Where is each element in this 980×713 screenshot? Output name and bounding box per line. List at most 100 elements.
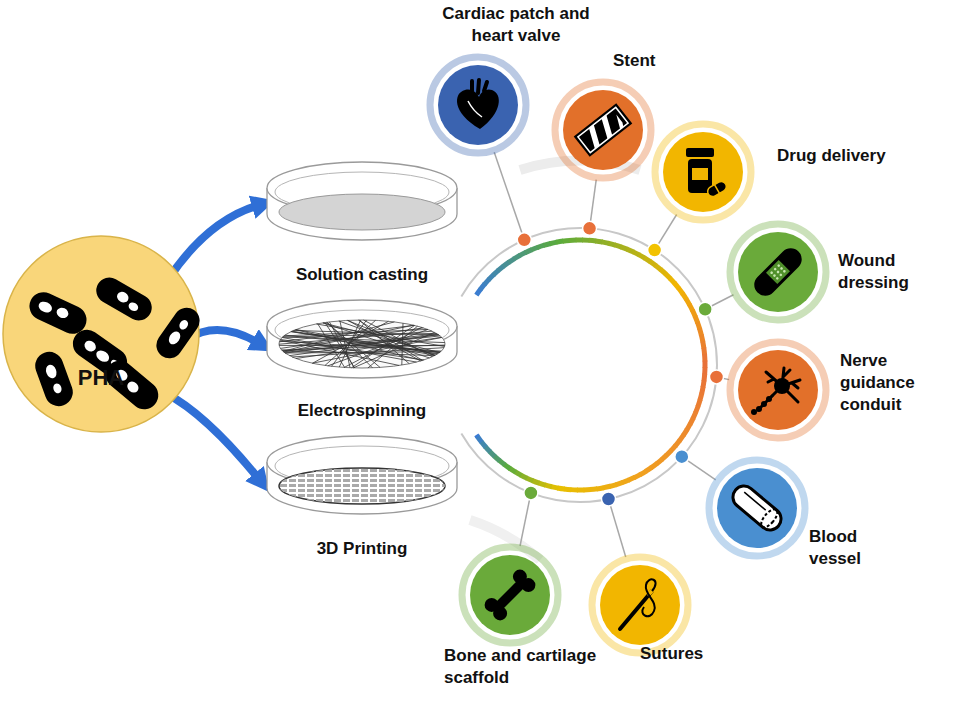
ring-arc: [666, 450, 671, 455]
ring-arc: [514, 255, 520, 259]
node-label: Bone and cartilage scaffold: [444, 645, 616, 689]
ring-arc: [639, 255, 645, 259]
ring-arc: [633, 252, 640, 255]
ring-arc: [519, 252, 526, 255]
ring-arc: [576, 237, 583, 242]
ring-arc: [621, 247, 628, 250]
ring-arc: [634, 474, 641, 477]
ring-arc: [525, 250, 532, 253]
node-label: Wound dressing: [838, 250, 920, 294]
ring-arc: [670, 278, 675, 283]
node-title: PHA: [2, 365, 200, 391]
petri-dish: 3D Printing: [265, 434, 459, 516]
ring-arc: [480, 284, 485, 290]
node-label: Drug delivery: [777, 145, 907, 167]
ring-arc: [545, 485, 552, 487]
ring-arc: [696, 406, 699, 413]
node-label: Nerve guidance conduit: [840, 350, 928, 416]
ring-arc: [702, 361, 707, 368]
ring-arc: [692, 310, 695, 317]
ring-arc: [628, 477, 635, 480]
ring-arc: [503, 262, 509, 266]
ring-arc: [686, 299, 690, 305]
ring-arc: [526, 478, 533, 481]
node-label: Cardiac patch and heart valve: [426, 3, 606, 47]
ring-arc: [697, 322, 699, 329]
ring-arc: [595, 241, 602, 242]
ring-arc: [701, 348, 707, 355]
ring-arc: [700, 393, 702, 400]
ring-arc: [564, 486, 571, 492]
node-label: Blood vessel: [809, 526, 879, 570]
ring-arc: [590, 486, 597, 492]
application-icon: Stent: [551, 78, 655, 182]
leader-line: [494, 152, 524, 240]
ring-dot: [517, 233, 531, 247]
ring-arc: [499, 460, 505, 465]
ring-arc: [679, 288, 683, 294]
ring-arc: [570, 487, 577, 492]
outer-ring: [461, 228, 717, 502]
leader-line: [608, 499, 625, 557]
ring-arc: [687, 424, 691, 430]
leader-line: [520, 493, 531, 546]
ring-arc: [679, 435, 683, 441]
ring-arc: [671, 445, 676, 451]
ring-arc: [700, 328, 702, 335]
ring-arc: [703, 380, 704, 387]
node-label: Sutures: [640, 643, 730, 665]
ring-arc: [701, 374, 707, 381]
ring-arc: [698, 399, 700, 406]
ring-arc: [509, 468, 515, 472]
ring-arc: [703, 341, 704, 348]
ring-arc: [690, 418, 693, 425]
ring-arc: [702, 354, 707, 361]
ring-arc: [644, 258, 650, 262]
ring-dot: [648, 243, 662, 257]
ring-arc: [557, 488, 564, 489]
application-icon: Wound dressing: [726, 220, 830, 324]
petri-dish: Solution casting: [265, 160, 459, 242]
ring-arc: [661, 455, 666, 460]
ring-arc: [537, 245, 544, 247]
ring-arc: [701, 335, 703, 342]
ring-arc: [702, 367, 707, 374]
ring-dot: [675, 450, 689, 464]
ring-arc: [476, 435, 477, 437]
ring-arc: [608, 243, 615, 245]
ring-arc: [477, 436, 481, 442]
ring-arc: [609, 485, 616, 487]
node-label: Solution casting: [265, 264, 459, 286]
ring-arc: [515, 472, 521, 476]
ring-dot: [583, 221, 597, 235]
ring-dot: [601, 492, 615, 506]
ring-arc: [504, 464, 510, 468]
source-circle: PHA: [2, 233, 200, 435]
ring-arc: [543, 244, 550, 246]
ring-arc: [693, 412, 696, 419]
ring-arc: [484, 279, 489, 285]
application-icon: Cardiac patch and heart valve: [426, 53, 530, 157]
ring-arc: [485, 446, 490, 451]
ring-arc: [498, 266, 504, 271]
ring-arc: [622, 480, 629, 483]
ring-arc: [674, 283, 679, 289]
ring-arc: [683, 429, 687, 435]
ring-arc: [650, 261, 656, 265]
ring-arc: [675, 440, 680, 446]
ring-arc: [532, 481, 539, 484]
ring-arc: [689, 304, 692, 311]
ring-arc: [602, 242, 609, 244]
node-label: Electrospinning: [265, 400, 459, 422]
ring-arc: [655, 265, 661, 270]
ring-arc: [577, 487, 584, 492]
ring-arc: [489, 451, 494, 456]
application-icon: Nerve guidance conduit: [726, 338, 830, 442]
application-icon: Bone and cartilage scaffold: [458, 543, 562, 647]
ring-arc: [538, 483, 545, 485]
node-label: Stent: [613, 50, 673, 72]
application-icon: Drug delivery: [651, 120, 755, 224]
ring-arc: [494, 456, 500, 461]
ring-arc: [597, 488, 604, 489]
